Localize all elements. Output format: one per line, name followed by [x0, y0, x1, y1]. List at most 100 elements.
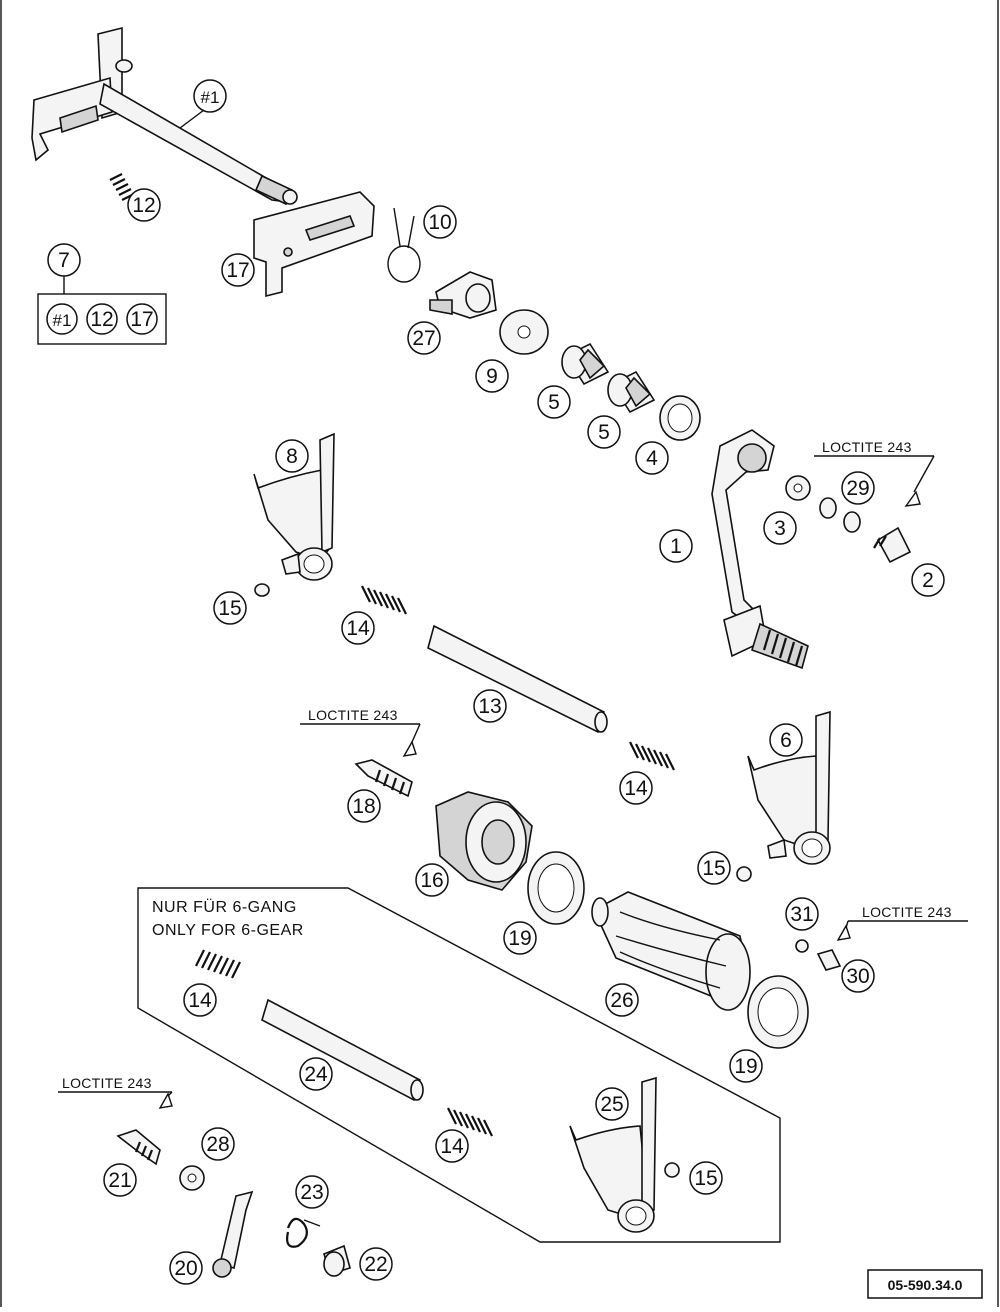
spring-14c-drawing	[195, 949, 241, 979]
spring-10-drawing	[387, 207, 421, 283]
callout-c7: 7	[47, 243, 81, 277]
callout-c9-label: 9	[486, 365, 498, 388]
leader-c1a	[179, 109, 205, 129]
callout-c15b: 15	[697, 851, 731, 885]
bolt-30-drawing	[816, 924, 851, 971]
callout-c4-label: 4	[646, 447, 658, 470]
drawing-ref-number: 05-590.34.0	[888, 1277, 963, 1293]
kit-7-box	[37, 293, 167, 345]
callout-c30: 30	[841, 959, 875, 993]
callout-c24: 24	[299, 1057, 333, 1091]
callout-c1b-label: 1	[670, 535, 682, 558]
washer-31-drawing	[795, 939, 809, 953]
callout-c8-label: 8	[286, 445, 298, 468]
callout-c26-label: 26	[610, 989, 633, 1012]
callout-c19b: 19	[729, 1049, 763, 1083]
callout-c13: 13	[473, 689, 507, 723]
bushing-22-drawing	[323, 1244, 351, 1277]
bolt-18-drawing	[354, 740, 417, 798]
callout-c9: 9	[475, 359, 509, 393]
callout-c3-label: 3	[774, 517, 786, 540]
kit-item-a: #1	[46, 303, 78, 335]
callout-c3: 3	[763, 511, 797, 545]
callout-c5b: 5	[587, 415, 621, 449]
callout-c31: 31	[785, 897, 819, 931]
callout-c19b-label: 19	[734, 1055, 757, 1078]
callout-c25: 25	[595, 1087, 629, 1121]
callout-c14b: 14	[619, 771, 653, 805]
callout-c17: 17	[221, 253, 255, 287]
callout-c18-label: 18	[352, 795, 375, 818]
callout-c12-label: 12	[132, 194, 155, 217]
callout-c15a-label: 15	[218, 597, 241, 620]
callout-c10-label: 10	[428, 211, 451, 234]
callout-c2-label: 2	[922, 569, 934, 592]
six-gear-label-en: ONLY FOR 6-GEAR	[152, 922, 304, 939]
shift-drum-26-drawing	[591, 891, 751, 1011]
kit-item-b: 12	[86, 303, 118, 335]
spring-14a-drawing	[361, 585, 407, 615]
callout-c28-label: 28	[206, 1133, 229, 1156]
callout-c14c-label: 14	[188, 989, 212, 1012]
callout-c24-label: 24	[304, 1063, 328, 1086]
callout-c18: 18	[347, 789, 381, 823]
callout-c23-label: 23	[300, 1181, 323, 1204]
callout-c7-label: 7	[58, 249, 70, 272]
fork-6-drawing	[747, 710, 831, 865]
loctite-note-a: LOCTITE 243	[814, 439, 935, 493]
shift-drum-star-16-drawing	[435, 791, 533, 891]
callout-c15c-label: 15	[694, 1167, 717, 1190]
washers-29-drawing	[819, 497, 861, 533]
callout-c5b-label: 5	[598, 421, 610, 444]
seal-4-drawing	[659, 395, 701, 441]
bearing-5a-drawing	[561, 342, 610, 386]
callout-c19a-label: 19	[508, 927, 531, 950]
callout-c21-label: 21	[108, 1169, 131, 1192]
callout-c19a: 19	[503, 921, 537, 955]
callout-c5a-label: 5	[548, 391, 560, 414]
loctite-note-b: LOCTITE 243	[300, 707, 421, 743]
callout-c16: 16	[415, 863, 449, 897]
six-gear-label-de: NUR FÜR 6-GANG	[152, 898, 297, 916]
spring-12-drawing	[109, 173, 135, 201]
callout-c5a: 5	[537, 385, 571, 419]
spring-14d-drawing	[447, 1107, 493, 1137]
callout-c15c: 15	[689, 1161, 723, 1195]
loctite-note-c: LOCTITE 243	[845, 904, 968, 929]
shift-lever-1-drawing	[711, 429, 809, 670]
callout-c8: 8	[275, 439, 309, 473]
kit-item-b-label: 12	[90, 308, 113, 331]
callout-c29: 29	[841, 471, 875, 505]
callout-c15b-label: 15	[702, 857, 725, 880]
callout-c22: 22	[359, 1247, 393, 1281]
callout-c12: 12	[127, 188, 161, 222]
callout-c1a: #1	[193, 79, 227, 113]
callout-c16-label: 16	[420, 869, 443, 892]
callout-c1b: 1	[659, 529, 693, 563]
pin-15b-drawing	[736, 866, 752, 882]
callout-c14a-label: 14	[346, 617, 370, 640]
kit-item-c: 17	[126, 303, 158, 335]
callout-c14d-label: 14	[440, 1135, 464, 1158]
callout-c14a: 14	[341, 611, 375, 645]
loctite-note-d: LOCTITE 243	[58, 1075, 173, 1097]
callout-c25-label: 25	[600, 1093, 623, 1116]
spring-14b-drawing	[629, 741, 675, 771]
callout-c1a-label: #1	[201, 88, 220, 107]
callout-c14c: 14	[183, 983, 217, 1017]
loctite-note-d-text: LOCTITE 243	[62, 1075, 152, 1091]
callout-c28: 28	[201, 1127, 235, 1161]
shaft-24-drawing	[261, 998, 424, 1102]
callout-c14b-label: 14	[624, 777, 648, 800]
callout-c4: 4	[635, 441, 669, 475]
callout-c23: 23	[295, 1175, 329, 1209]
seal-19a-drawing	[527, 851, 585, 925]
pin-15c-drawing	[664, 1162, 680, 1178]
callout-c22-label: 22	[364, 1253, 387, 1276]
drawing-ref-box	[867, 1269, 983, 1299]
pin-15a-drawing	[254, 583, 270, 597]
callout-c27: 27	[407, 321, 441, 355]
callout-c27-label: 27	[412, 327, 435, 350]
